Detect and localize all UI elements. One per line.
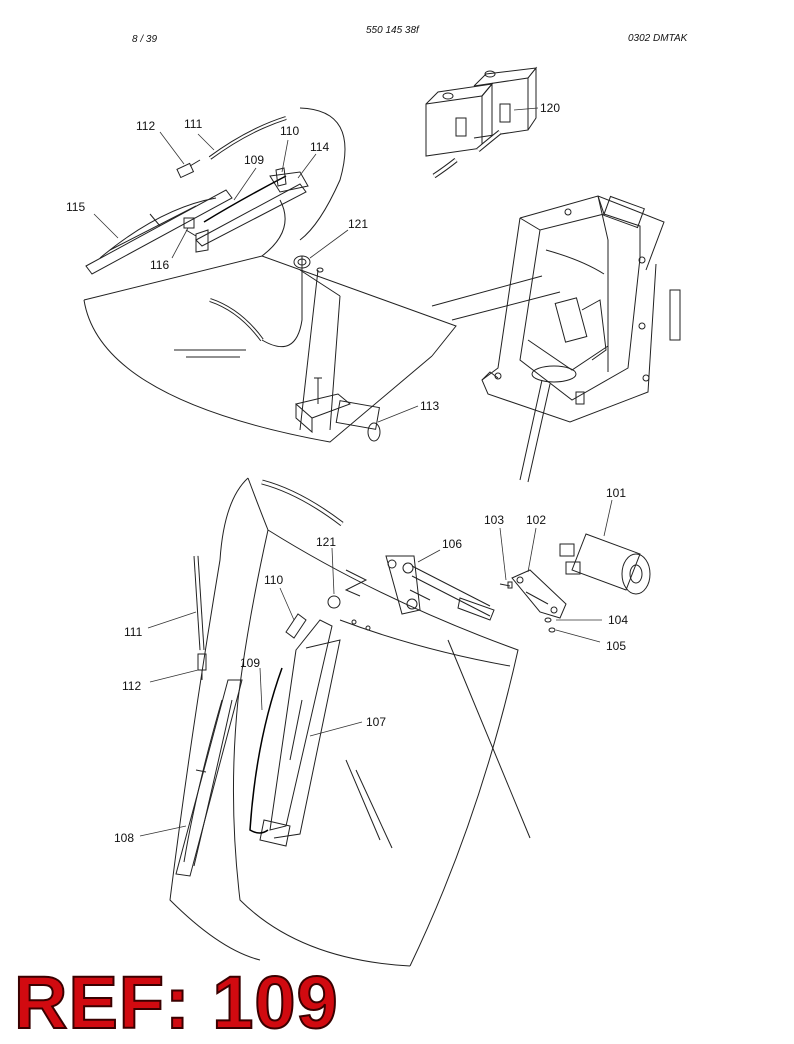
bottom-side-hose-111 bbox=[193, 555, 205, 651]
callout-106-bottom: 106 bbox=[442, 537, 462, 551]
top-wiper-arm-114 bbox=[185, 171, 309, 253]
callout-114-top: 114 bbox=[310, 140, 329, 154]
page-number: 8 / 39 bbox=[132, 34, 158, 45]
top-wiper-blade-115 bbox=[85, 189, 233, 275]
top-nozzle-112 bbox=[176, 159, 201, 179]
callout-101-bottom: 101 bbox=[606, 486, 626, 500]
bottom-screw-103 bbox=[499, 581, 513, 589]
cab-frame bbox=[481, 195, 681, 423]
washer-reservoirs-120 bbox=[425, 66, 538, 179]
callout-105-bottom: 105 bbox=[606, 639, 626, 653]
bottom-nozzle-112 bbox=[197, 653, 207, 680]
top-windshield-outline bbox=[83, 107, 457, 443]
bottom-wiper-blade-108 bbox=[175, 679, 243, 877]
callout-109-bottom: 109 bbox=[240, 656, 260, 670]
callout-109-top: 109 bbox=[244, 153, 264, 167]
callout-121-bottom: 121 bbox=[316, 535, 336, 549]
callout-116-top: 116 bbox=[150, 258, 169, 272]
top-wiper-cable-109 bbox=[203, 175, 287, 223]
document-number: 550 145 38f bbox=[366, 25, 419, 36]
top-nozzle-110 bbox=[275, 167, 287, 187]
bottom-bracket-102 bbox=[511, 569, 567, 619]
bottom-wiper-cable-109 bbox=[249, 667, 283, 834]
leader-lines bbox=[93, 107, 613, 837]
callout-110-top: 110 bbox=[280, 124, 299, 138]
callout-121-top: 121 bbox=[348, 217, 368, 231]
bottom-top-hose bbox=[261, 479, 344, 526]
document-code: 0302 DMTAK bbox=[628, 33, 688, 44]
bottom-pivot-121 bbox=[327, 595, 371, 631]
callout-110-bottom: 110 bbox=[264, 573, 283, 587]
callout-113-top: 113 bbox=[420, 399, 439, 413]
bottom-motor-101 bbox=[559, 533, 651, 595]
top-wiper-motor-113 bbox=[294, 377, 381, 442]
callout-102-bottom: 102 bbox=[526, 513, 546, 527]
callout-115-top: 115 bbox=[66, 200, 85, 214]
bottom-wiper-arm-107 bbox=[259, 619, 341, 847]
top-washer-hose bbox=[208, 116, 303, 348]
top-clip-116 bbox=[183, 217, 195, 229]
bottom-washer-104 bbox=[544, 617, 556, 633]
callout-104-bottom: 104 bbox=[608, 613, 628, 627]
top-pivot-121 bbox=[293, 255, 324, 273]
callout-103-bottom: 103 bbox=[484, 513, 504, 527]
bottom-linkage-106 bbox=[344, 555, 495, 621]
callout-111-top: 111 bbox=[184, 117, 203, 131]
windshield-projection-lines bbox=[431, 275, 561, 483]
callout-111-bottom: 111 bbox=[124, 625, 143, 639]
callout-120-top: 120 bbox=[540, 101, 560, 115]
reference-label: REF: 109 bbox=[13, 961, 339, 1044]
callout-107-bottom: 107 bbox=[366, 715, 386, 729]
callout-112-top: 112 bbox=[136, 119, 155, 133]
bottom-nozzle-110 bbox=[285, 613, 307, 639]
bottom-windshield-outline bbox=[169, 477, 531, 967]
callout-112-bottom: 112 bbox=[122, 679, 141, 693]
callout-labels: 112 111 110 109 114 115 116 121 113 120 … bbox=[66, 101, 628, 845]
callout-108-bottom: 108 bbox=[114, 831, 134, 845]
